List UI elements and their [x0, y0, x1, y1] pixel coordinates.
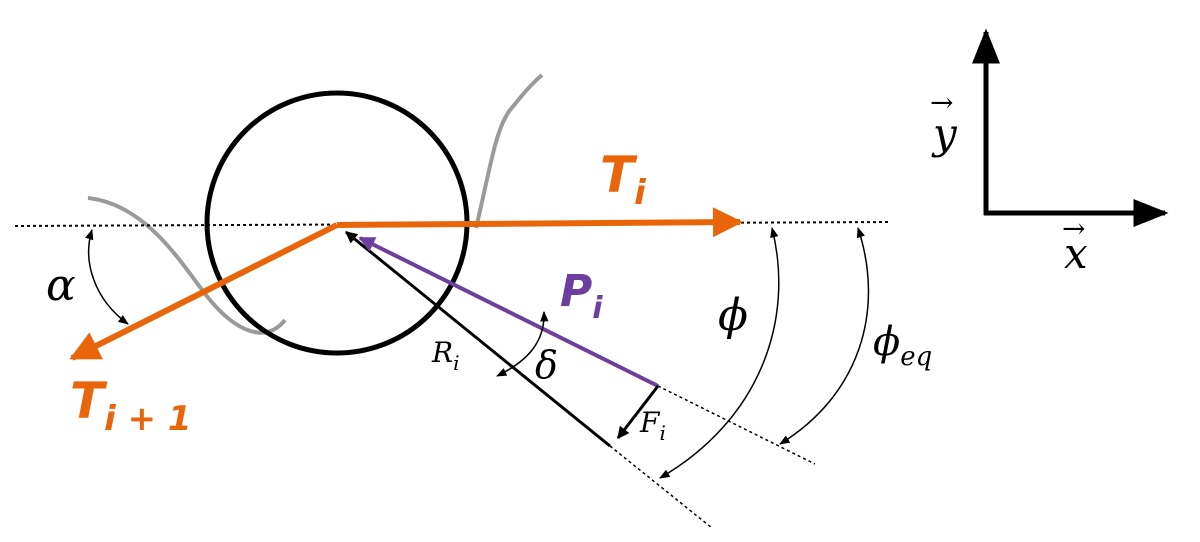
delta-arc [496, 310, 549, 377]
T-i-plus-1-arrow [69, 222, 339, 361]
label-delta: δ [535, 343, 558, 387]
reference-line [14, 221, 891, 227]
label-phi-eq: ϕeq [873, 319, 932, 372]
label-y-axis: y [931, 109, 958, 158]
label-alpha: α [46, 260, 76, 311]
phi-eq-arc [779, 227, 870, 445]
label-R-i: Ri [431, 336, 460, 375]
F-vector-arrow [616, 385, 660, 439]
label-F-i: Fi [639, 406, 666, 445]
phi-arc [659, 226, 780, 479]
wire-curve [87, 196, 287, 335]
label-T-i-plus-1: Ti + 1 [70, 372, 192, 439]
label-phi: ϕ [718, 290, 748, 341]
alpha-arc [85, 228, 129, 325]
wire-curve-upper [474, 73, 544, 229]
dotted-line-R [609, 445, 713, 529]
label-T-i: Ti [600, 146, 647, 213]
dotted-line-P [657, 385, 816, 465]
label-P-i: Pi [560, 266, 603, 326]
label-y-axis-arrow: → [930, 86, 953, 119]
label-x-axis-arrow: → [1062, 212, 1085, 245]
label-x-axis: x [1064, 229, 1088, 278]
R-vector-arrow [345, 230, 611, 448]
T-i-arrow [336, 207, 743, 238]
